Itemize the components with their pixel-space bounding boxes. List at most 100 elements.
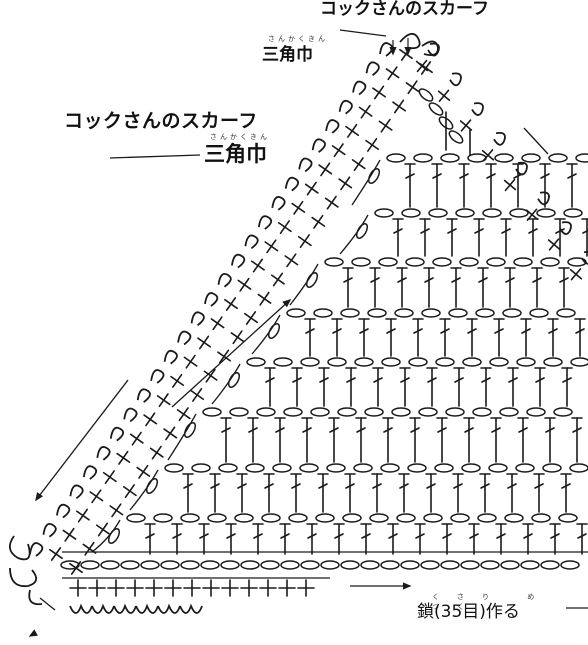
long-stitch (292, 377, 302, 383)
chain-stitch (438, 116, 454, 130)
chain-stitch (391, 407, 411, 417)
long-stitch (459, 173, 469, 179)
picot-scallop (284, 176, 299, 192)
row-turn-line (211, 363, 241, 405)
chain-stitch (482, 208, 502, 218)
long-stitch (399, 483, 409, 489)
long-stitch (532, 277, 542, 283)
long-stitch (550, 533, 560, 539)
chain-stitch (280, 560, 300, 570)
chain-stitch (60, 560, 80, 570)
picot-scallop (421, 40, 439, 57)
chain-stitch (513, 257, 533, 267)
chain-stitch (100, 560, 120, 570)
chain-stitch (202, 407, 222, 417)
chain-stitch (440, 153, 460, 163)
chain-stitch (191, 463, 211, 473)
single-crochet-stitch (438, 89, 450, 102)
picot-scallop (204, 292, 219, 307)
long-stitch (359, 328, 369, 334)
long-stitch (469, 533, 479, 539)
single-crochet-stitch (385, 68, 400, 79)
single-crochet-stitch (116, 452, 131, 463)
picot-scallop (190, 311, 205, 326)
chain-stitch (413, 153, 433, 163)
long-stitch (507, 483, 517, 489)
chain-stitch (423, 513, 443, 523)
stitch-symbols (49, 47, 588, 597)
picot-scallop (135, 603, 159, 614)
chain-stitch (126, 513, 146, 523)
chain-stitch (548, 153, 568, 163)
single-crochet-stitch (149, 447, 164, 458)
chain-stitch (327, 357, 347, 367)
single-crochet-stitch (399, 48, 413, 60)
long-stitch (540, 173, 550, 179)
top-subtitle-ruby: さんかくきん (268, 35, 328, 43)
single-crochet-stitch (311, 216, 326, 227)
long-stitch (561, 483, 571, 489)
chain-stitch (488, 463, 508, 473)
single-crochet-stitch (197, 337, 212, 348)
single-crochet-stitch (338, 178, 353, 189)
picot-scallop (537, 191, 550, 206)
chain-stitch (428, 102, 444, 116)
long-stitch (275, 427, 285, 433)
chain-stitch (540, 560, 560, 570)
long-stitch (451, 277, 461, 283)
single-crochet-stitch (291, 202, 306, 213)
long-stitch (383, 427, 393, 433)
chain-stitch (234, 513, 254, 523)
long-stitch (535, 377, 545, 383)
chain-stitch (529, 308, 549, 318)
arrow-head (28, 629, 38, 637)
chain-stitch (337, 407, 357, 417)
picot-scallop (177, 330, 192, 346)
chain-stitch (461, 463, 481, 473)
single-crochet-stitch (230, 332, 245, 343)
picot-scallop (244, 234, 259, 250)
chain-stitch (140, 560, 160, 570)
picot-edge (8, 32, 588, 614)
chain-stitch (272, 463, 292, 473)
single-crochet-stitch (358, 106, 373, 117)
long-stitch (427, 377, 437, 383)
chain-stitch (542, 463, 562, 473)
long-stitch (372, 483, 382, 489)
long-stitch (453, 483, 463, 489)
chain-stitch (408, 357, 428, 367)
single-crochet-stitch (224, 298, 238, 310)
main-subtitle-label: 三角巾 (204, 142, 267, 166)
long-stitch (440, 328, 450, 334)
long-stitch (334, 533, 344, 539)
long-stitch (545, 427, 555, 433)
chain-stitch (504, 513, 524, 523)
single-crochet-stitch (62, 529, 77, 540)
picot-scallop (150, 369, 165, 384)
direction-line (523, 127, 549, 155)
main-title-label: コックさんのスカーフ (64, 110, 258, 132)
chain-stitch (80, 560, 100, 570)
direction-arrows (28, 38, 412, 637)
chain-stitch (472, 407, 492, 417)
long-stitch (548, 328, 558, 334)
single-crochet-stitch (170, 375, 185, 387)
long-stitch (521, 328, 531, 334)
chain-stitch (261, 513, 281, 523)
top-title-label: コックさんのスカーフ (320, 0, 489, 19)
long-stitch (415, 533, 425, 539)
chain-stitch (380, 560, 400, 570)
single-crochet-stitch (570, 268, 582, 281)
chain-stitch (432, 257, 452, 267)
picot-scallop (231, 253, 246, 269)
arrow-head (35, 492, 44, 502)
arrow-head (402, 582, 412, 590)
picot-scallop (493, 132, 506, 146)
picot-scallop (96, 446, 111, 461)
long-stitch (319, 377, 329, 383)
single-crochet-stitch (270, 274, 285, 285)
chain-stitch (448, 130, 464, 144)
long-stitch (582, 229, 588, 234)
chain-stitch (445, 407, 465, 417)
long-stitch (221, 427, 231, 433)
